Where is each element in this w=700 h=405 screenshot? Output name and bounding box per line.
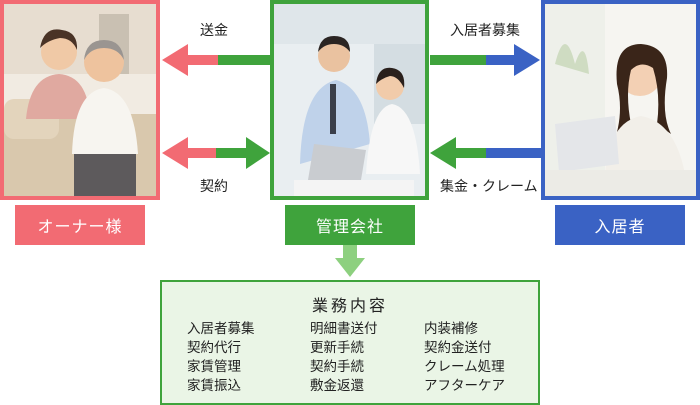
business-item: 契約金送付 bbox=[424, 340, 492, 356]
business-item: 内装補修 bbox=[424, 321, 478, 337]
owner-photo bbox=[0, 0, 160, 200]
business-column-1: 入居者募集 契約代行 家賃管理 家賃振込 bbox=[187, 320, 255, 396]
business-item: 明細書送付 bbox=[310, 321, 378, 337]
business-column-3: 内装補修 契約金送付 クレーム処理 アフターケア bbox=[424, 320, 505, 396]
caption-collection-claims: 集金・クレーム bbox=[440, 179, 538, 195]
arrow-contract bbox=[162, 137, 270, 169]
caption-contract: 契約 bbox=[200, 179, 228, 195]
business-item: 家賃管理 bbox=[187, 359, 241, 375]
role-label-owner: オーナー様 bbox=[15, 205, 145, 245]
business-item: 家賃振込 bbox=[187, 378, 241, 394]
business-item: 入居者募集 bbox=[187, 321, 255, 337]
role-label-management-company: 管理会社 bbox=[285, 205, 415, 245]
resident-photo bbox=[541, 0, 700, 200]
business-item: アフターケア bbox=[424, 378, 505, 394]
management-company-photo bbox=[270, 0, 429, 200]
arrow-down-to-business bbox=[335, 245, 365, 277]
business-item: 契約代行 bbox=[187, 340, 241, 356]
caption-tenant-recruitment: 入居者募集 bbox=[450, 23, 520, 39]
role-label-resident: 入居者 bbox=[555, 205, 685, 245]
business-contents-title: 業務内容 bbox=[311, 296, 388, 315]
arrow-collection-claims bbox=[430, 137, 541, 169]
arrow-remittance bbox=[162, 44, 270, 76]
business-item: クレーム処理 bbox=[424, 359, 505, 375]
business-contents-box: 業務内容 入居者募集 契約代行 家賃管理 家賃振込 明細書送付 更新手続 契約手… bbox=[160, 280, 540, 405]
business-item: 契約手続 bbox=[310, 359, 364, 375]
caption-remittance: 送金 bbox=[200, 23, 228, 39]
business-item: 更新手続 bbox=[310, 340, 364, 356]
business-item: 敷金返還 bbox=[310, 378, 364, 394]
arrow-tenant-recruitment bbox=[430, 44, 540, 76]
business-column-2: 明細書送付 更新手続 契約手続 敷金返還 bbox=[310, 320, 378, 396]
